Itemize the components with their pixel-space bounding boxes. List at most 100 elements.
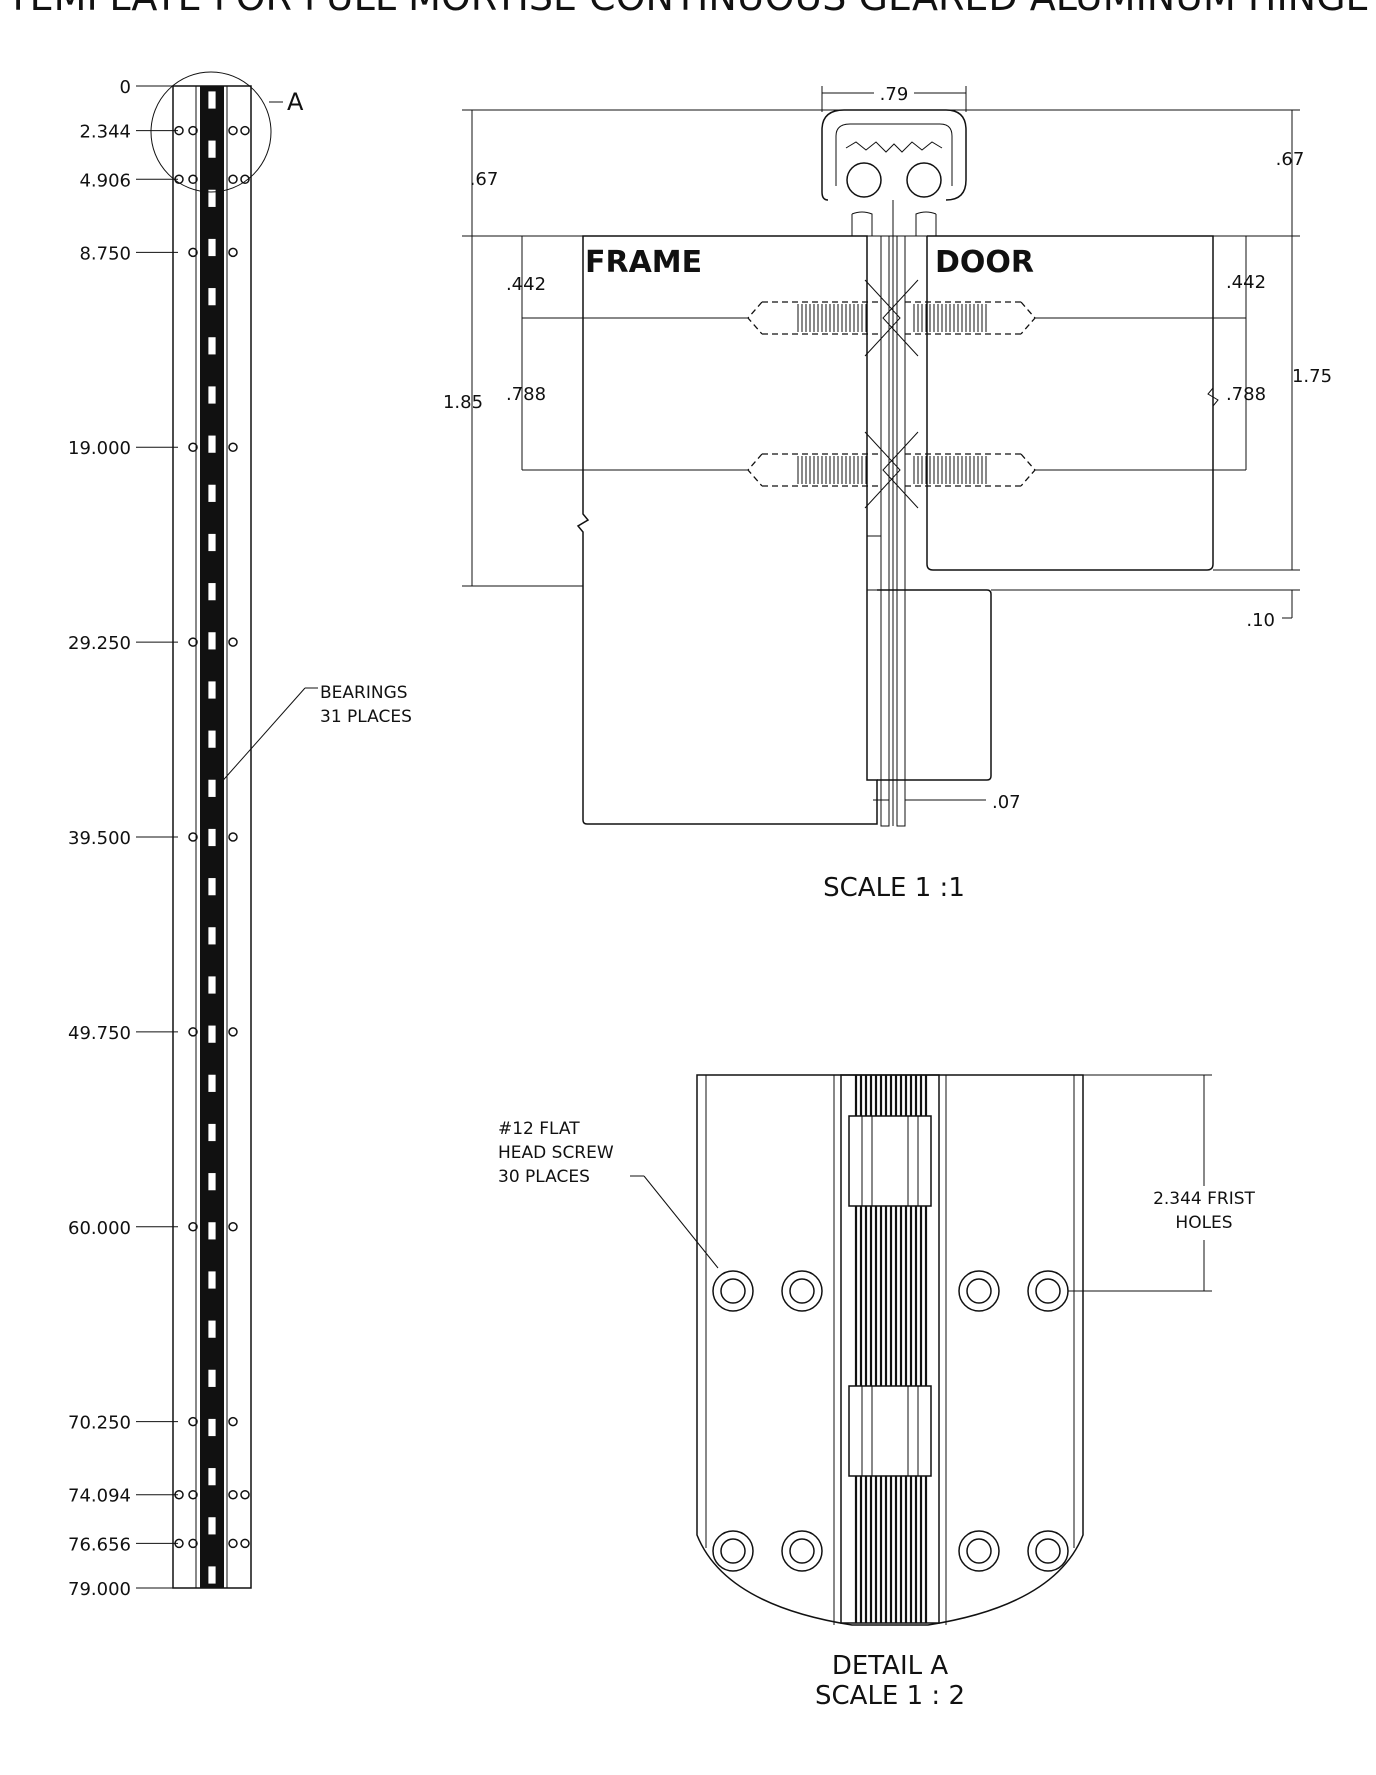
detail-outline <box>696 1074 1084 1626</box>
door-screw-head <box>882 431 919 509</box>
station-label: 39.500 <box>68 828 131 849</box>
screw-hole-marker <box>188 1416 198 1427</box>
screw-hole-marker <box>228 125 238 136</box>
section-dimensions: .79 .67 1.85 .442 .788 .67 1.75 .442 .78 <box>443 84 1332 813</box>
screw-hole-inner <box>966 1538 992 1564</box>
screw-hole-marker <box>240 125 250 136</box>
hinge-section-view: .79 .67 1.85 .442 .788 .67 1.75 .442 .78 <box>443 84 1332 903</box>
bearing-marker <box>207 1418 217 1437</box>
screw-hole-marker <box>174 125 184 136</box>
station-label: 19.000 <box>68 438 131 459</box>
bearing-marker <box>207 828 217 847</box>
frame-outline <box>576 235 878 825</box>
bearings-note-line1: BEARINGS <box>320 683 408 703</box>
frame-label: FRAME <box>585 245 702 280</box>
screw-hole-marker <box>188 1027 198 1037</box>
screw-hole-outer <box>781 1530 823 1572</box>
screw-hole-marker <box>240 174 250 185</box>
screw-note-line1: #12 FLAT <box>498 1119 580 1139</box>
dim-left-spacing: .788 <box>506 384 546 405</box>
bearing-marker <box>207 1024 217 1044</box>
screw-hole-outer <box>958 1270 1000 1312</box>
gear-teeth <box>845 141 943 153</box>
bearing-marker <box>207 1319 217 1339</box>
bearing-marker <box>207 1516 217 1536</box>
station-label: 0 <box>120 77 131 98</box>
station-label: 79.000 <box>68 1579 131 1600</box>
bearings-note-line2: 31 PLACES <box>320 707 412 727</box>
bearing-marker <box>207 680 217 700</box>
screw-hole-marker <box>240 1538 250 1549</box>
screw-hole-marker <box>228 1538 238 1549</box>
screw-hole-marker <box>240 1489 250 1500</box>
bearing-marker <box>207 1270 217 1290</box>
bearing-marker <box>207 1467 217 1487</box>
screw-hole-outer <box>1027 1270 1069 1312</box>
screw-hole-marker <box>228 442 238 452</box>
screw-hole-marker <box>188 832 198 842</box>
bearing-marker <box>207 533 217 552</box>
dim-left-head: .67 <box>470 169 499 190</box>
bearing-marker <box>207 188 217 208</box>
screw-hole-inner <box>720 1538 746 1564</box>
frame-screw-head <box>864 431 901 509</box>
door-screw-head <box>882 279 919 357</box>
screw-hole-marker <box>228 1489 238 1500</box>
screw-hole-inner <box>789 1278 815 1304</box>
dim-left-first: .442 <box>506 274 546 295</box>
screw-hole-marker <box>188 1538 198 1549</box>
bearing-marker <box>207 582 217 602</box>
station-label: 70.250 <box>68 1413 131 1434</box>
first-holes-line2: HOLES <box>1175 1213 1232 1233</box>
bearing-marker <box>207 385 217 405</box>
dim-right-overall: 1.75 <box>1292 366 1332 387</box>
dim-bottom-offset: .10 <box>1246 610 1275 631</box>
station-label: 74.094 <box>68 1486 131 1507</box>
bearing-marker <box>207 434 217 454</box>
bearing-marker <box>207 1172 217 1192</box>
bearing-marker <box>207 238 217 257</box>
screw-hole-marker <box>228 832 238 842</box>
frame-leaf <box>880 235 890 827</box>
screw-hole-marker <box>188 1222 198 1232</box>
knuckle-neck <box>851 211 937 236</box>
bearing-marker <box>207 483 217 503</box>
dim-top-width: .79 <box>880 84 909 105</box>
bearing-marker <box>207 1123 217 1142</box>
cover-cap-inner <box>835 123 953 186</box>
station-label: 76.656 <box>68 1534 131 1555</box>
door-label: DOOR <box>935 245 1034 280</box>
detail-bearings <box>848 1115 932 1477</box>
screw-hole-inner <box>1035 1538 1061 1564</box>
bearing-marker <box>207 1368 217 1388</box>
door-leaf-plate <box>877 589 992 781</box>
screw-hole-marker <box>174 1489 184 1500</box>
screw-hole-marker <box>188 247 198 258</box>
screw-hole-marker <box>228 1416 238 1427</box>
bearing-marker <box>207 877 217 897</box>
section-scale-label: SCALE 1 :1 <box>823 873 965 903</box>
screw-hole-inner <box>720 1278 746 1304</box>
station-label: 4.906 <box>79 170 131 191</box>
bearing-marker <box>207 926 217 946</box>
door-leaf <box>896 235 906 827</box>
screw-note-leader <box>643 1175 719 1269</box>
detail-a-callout-label: A <box>287 88 304 116</box>
screw-hole-marker <box>188 125 198 136</box>
dim-gap: .07 <box>992 792 1021 813</box>
bearing-marker <box>207 1073 217 1093</box>
frame-screw-head <box>864 279 901 357</box>
detail-title: DETAIL A <box>832 1651 949 1681</box>
bearing-marker <box>207 139 217 159</box>
bearing-marker <box>207 90 217 110</box>
bearing-marker <box>207 631 217 651</box>
screw-hole-outer <box>781 1270 823 1312</box>
station-label: 8.750 <box>79 243 131 264</box>
screw-hole-marker <box>188 442 198 452</box>
dim-right-first: .442 <box>1226 272 1266 293</box>
screw-hole-outer <box>712 1270 754 1312</box>
left-gear-segment <box>846 162 882 198</box>
detail-bearing <box>848 1385 932 1477</box>
screw-hole-marker <box>228 1027 238 1037</box>
